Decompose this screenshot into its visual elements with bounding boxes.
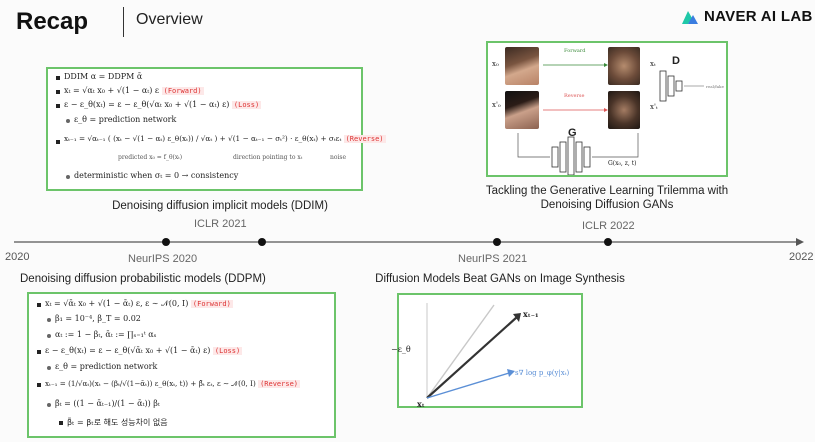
- x0-label: x₀: [492, 60, 499, 68]
- naver-ai-lab-logo: NAVER AI LAB: [680, 6, 813, 26]
- ddgan-diagram: [517, 63, 704, 175]
- forward-arrow-label: Forward: [564, 48, 586, 54]
- bullet: [56, 90, 60, 94]
- title-divider: [123, 7, 124, 37]
- ddgan-caption: Tackling the Generative Learning Trilemm…: [485, 185, 729, 211]
- gradient-label: s∇ log p_φ(y|xₜ): [515, 369, 570, 377]
- bullet: [56, 140, 60, 144]
- reverse-tag: (Reverse): [343, 135, 386, 143]
- xt-prime-label: x'ₜ: [650, 103, 658, 111]
- bullet: [37, 383, 41, 387]
- event-neurips-2020: NeurIPS 2020: [128, 253, 198, 265]
- ddim-eq-loss: ε − ε_θ(xₜ) = ε − ε_θ(√αₜ x₀ + √(1 − αₜ)…: [64, 100, 262, 109]
- ddim-underbrace-direction: direction pointing to xₜ: [233, 154, 303, 161]
- loss-tag: (Loss): [231, 101, 262, 109]
- real-fake-label: real/fake: [706, 84, 724, 89]
- subbullet: [66, 175, 70, 179]
- ddim-panel: DDIM α = DDPM ᾱ xₜ = √αₜ x₀ + √(1 − αₜ) …: [46, 67, 386, 191]
- forward-tag: (Forward): [190, 300, 233, 308]
- subbullet: [47, 318, 51, 322]
- ddim-caption: Denoising diffusion implicit models (DDI…: [112, 200, 328, 212]
- neg-epsilon-label: −ε_θ: [391, 345, 411, 354]
- face-image-x0: [505, 47, 539, 85]
- ddgan-panel: x₀ x'₀ Forward Reverse xₜ x'ₜ D real/fak…: [486, 41, 728, 177]
- guidance-vector-diagram: [426, 303, 521, 399]
- xt-label: xₜ: [650, 60, 656, 68]
- face-image-x0-prime: [505, 91, 539, 129]
- ddpm-eq-alpha: αₜ := 1 − βₜ, ᾱₜ := ∏ₛ₌₁ᵗ αₛ: [55, 330, 157, 339]
- timeline-axis: [14, 238, 804, 246]
- ddpm-eq-loss: ε − ε_θ(xₜ) = ε − ε_θ(√ᾱₜ x₀ + √(1 − ᾱₜ)…: [45, 346, 243, 355]
- event-neurips-2021: NeurIPS 2021: [458, 253, 528, 265]
- year-2020: 2020: [5, 251, 30, 263]
- year-2022: 2022: [789, 251, 814, 263]
- bullet: [56, 104, 60, 108]
- ddpm-eq-prediction: ε_θ = prediction network: [55, 362, 158, 371]
- subbullet: [47, 403, 51, 407]
- reverse-arrow-label: Reverse: [564, 93, 585, 99]
- naver-logo-icon: [682, 11, 698, 24]
- face-image-xt-prime: [608, 91, 640, 129]
- ddim-eq-prediction: ε_θ = prediction network: [74, 115, 177, 124]
- x0-prime-label: x'₀: [492, 101, 501, 109]
- ddim-underbrace-noise: noise: [330, 154, 347, 161]
- ddpm-eq-reverse: xₜ₋₁ = (1/√αₜ)(xₜ − (βₜ/√(1−ᾱₜ)) ε_θ(xₜ,…: [45, 379, 301, 388]
- face-image-xt: [608, 47, 640, 85]
- brand-name: NAVER AI LAB: [704, 7, 813, 25]
- bullet: [37, 350, 41, 354]
- event-iclr-2021: ICLR 2021: [194, 218, 247, 230]
- ddpm-caption: Denoising diffusion probabilistic models…: [20, 273, 266, 285]
- slide-title: Recap: [16, 8, 89, 35]
- loss-tag: (Loss): [212, 347, 243, 355]
- ddim-eq-forward: xₜ = √αₜ x₀ + √(1 − αₜ) ε (Forward): [64, 86, 204, 95]
- subbullet: [47, 366, 51, 370]
- bullet: [37, 303, 41, 307]
- xt-origin-label: xₜ: [417, 399, 425, 409]
- ddpm-eq-forward: xₜ = √ᾱₜ x₀ + √(1 − ᾱₜ) ε, ε ∼ 𝒩(0, I) (…: [45, 299, 233, 308]
- guided-panel: xₜ₋₁ −ε_θ xₜ s∇ log p_φ(y|xₜ): [391, 293, 583, 409]
- ddim-eq-deterministic: deterministic when σₜ = 0 → consistency: [74, 171, 239, 180]
- slide-subtitle: Overview: [136, 11, 203, 28]
- ddpm-note-korean: β̃ₜ = βₜ로 해도 성능차이 없음: [67, 418, 168, 427]
- subbullet: [66, 119, 70, 123]
- ddim-eq-reverse: xₜ₋₁ = √αₜ₋₁ ( (xₜ − √(1 − αₜ) ε_θ(xₜ)) …: [64, 134, 386, 143]
- forward-tag: (Forward): [161, 87, 204, 95]
- ddpm-panel: xₜ = √ᾱₜ x₀ + √(1 − ᾱₜ) ε, ε ∼ 𝒩(0, I) (…: [27, 292, 336, 438]
- generator-label: G: [568, 127, 577, 139]
- subbullet: [47, 334, 51, 338]
- generator-args-label: G(x₀, z, t): [608, 160, 637, 167]
- xt-minus-1-label: xₜ₋₁: [523, 309, 539, 319]
- ddpm-eq-beta-tilde: β̃ₜ = ((1 − ᾱₜ₋₁)/(1 − ᾱₜ)) βₜ: [55, 399, 160, 408]
- bullet: [56, 76, 60, 80]
- ddim-underbrace-predicted: predicted x₀ = f_θ(xₜ): [118, 154, 183, 161]
- ddpm-eq-beta: β₁ = 10⁻⁴, β_T = 0.02: [55, 314, 141, 323]
- discriminator-label: D: [672, 55, 680, 67]
- reverse-tag: (Reverse): [258, 380, 301, 388]
- guided-caption: Diffusion Models Beat GANs on Image Synt…: [375, 273, 625, 285]
- ddim-eq-1: DDIM α = DDPM ᾱ: [64, 72, 143, 81]
- bullet: [59, 421, 63, 425]
- event-iclr-2022: ICLR 2022: [582, 220, 635, 232]
